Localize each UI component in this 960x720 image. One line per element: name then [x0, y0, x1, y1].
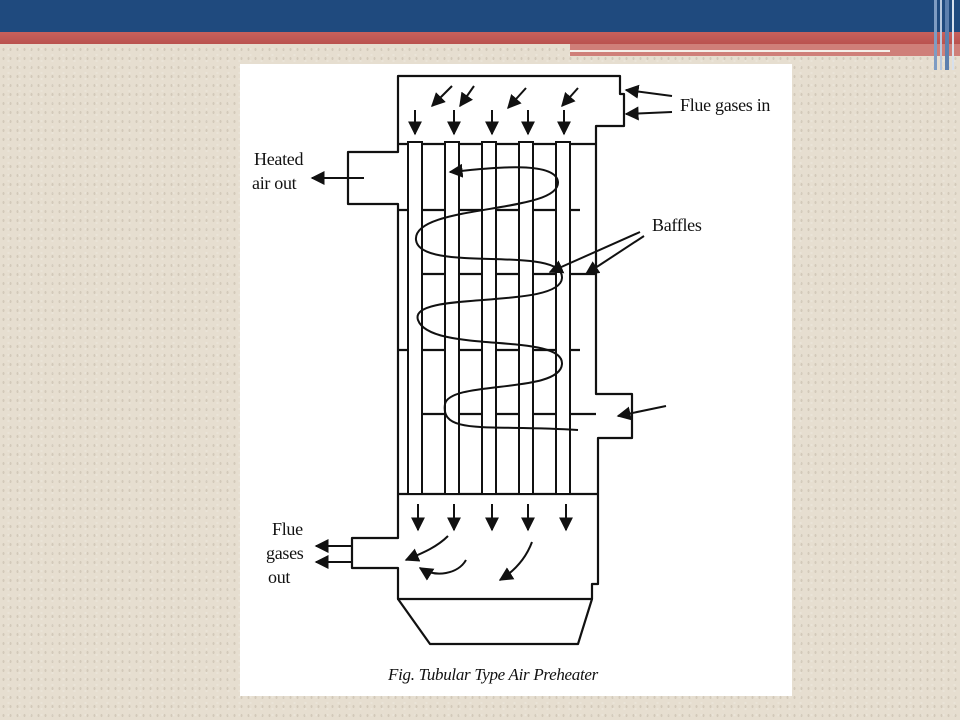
- header-accent-stripe: [0, 32, 960, 44]
- tube: [407, 141, 423, 495]
- curved-flow-arrow: [404, 535, 449, 562]
- label-flue-gases-out-line3: out: [268, 567, 291, 587]
- flue-inlet-arrow: [624, 84, 673, 99]
- flue-in-arrow: [507, 87, 527, 110]
- flue-inlet-arrow: [624, 106, 673, 121]
- header-accent-line: [570, 50, 890, 52]
- label-baffles: Baffles: [652, 215, 702, 235]
- label-flue-gases-in: Flue gases in: [680, 95, 771, 115]
- air-preheater-figure: Flue gases in Heated air out Baffles Flu…: [240, 64, 792, 696]
- flue-in-arrow: [561, 87, 579, 108]
- corner-decoration: [930, 0, 960, 70]
- casing-outline: [346, 74, 634, 601]
- baffles-leader-line: [548, 231, 641, 274]
- header-bar: [0, 0, 960, 32]
- air-preheater-diagram: [310, 74, 673, 646]
- cold-air-in-arrow: [616, 405, 667, 421]
- baffles-leader-line: [584, 235, 645, 275]
- label-heated-air-out-line2: air out: [252, 173, 297, 193]
- air-flow-path: [414, 163, 579, 431]
- tube: [518, 141, 534, 495]
- label-flue-gases-out-line2: gases: [266, 543, 304, 563]
- curved-flow-arrow: [418, 559, 467, 581]
- tube: [555, 141, 571, 495]
- label-heated-air-out-line1: Heated: [254, 149, 304, 169]
- flue-in-arrow: [459, 85, 475, 108]
- tube: [444, 141, 460, 495]
- flue-in-arrow: [431, 85, 453, 107]
- ash-hopper: [397, 598, 594, 646]
- tube: [481, 141, 497, 495]
- figure-caption: Fig. Tubular Type Air Preheater: [388, 665, 598, 684]
- curved-flow-arrow: [498, 541, 533, 581]
- label-flue-gases-out-line1: Flue: [272, 519, 303, 539]
